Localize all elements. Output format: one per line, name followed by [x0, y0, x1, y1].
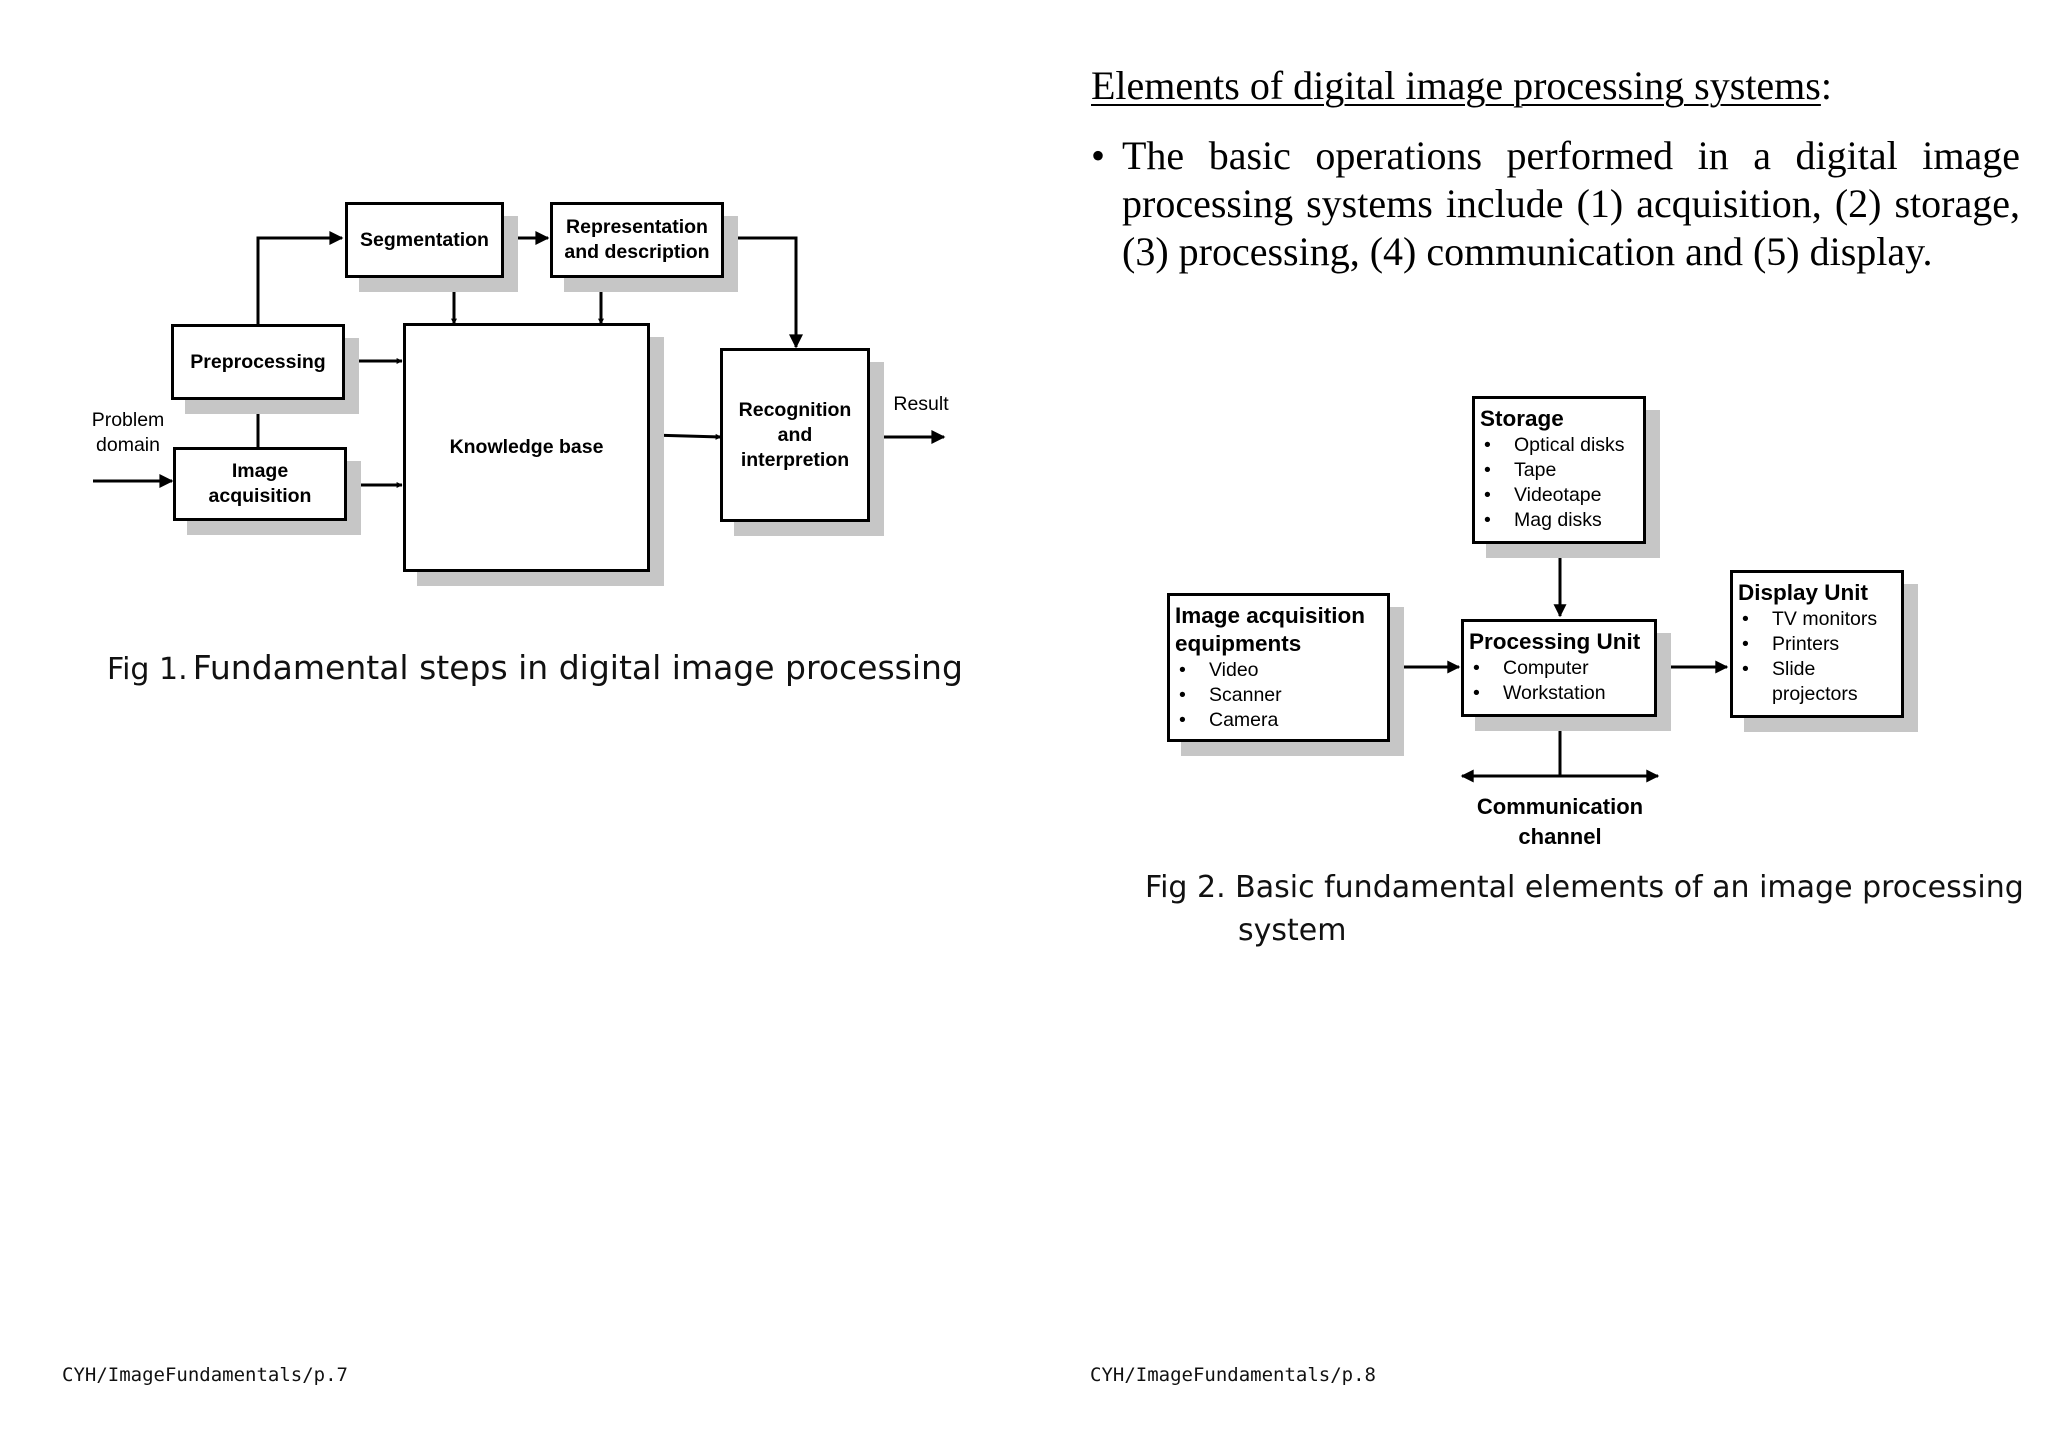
- section-heading-colon: :: [1820, 63, 1832, 108]
- image-acquisition-box: Image acquisition: [173, 447, 347, 521]
- acquisition-item: Scanner: [1179, 683, 1387, 708]
- storage-item: Optical disks: [1484, 433, 1643, 458]
- bullet-paragraph: • The basic operations performed in a di…: [1091, 132, 2020, 276]
- image-acquisition-label-line1: Image: [231, 460, 289, 482]
- communication-channel-label: Communication channel: [1476, 794, 1644, 849]
- acquisition-equipment-box: Image acquisition equipments Video Scann…: [1167, 593, 1390, 742]
- recognition-label-line3: interpretion: [740, 448, 850, 471]
- recognition-label-line2: and: [777, 423, 813, 446]
- fig2-caption-line2: system: [1238, 913, 1347, 948]
- fig1-connectors: [93, 231, 946, 488]
- acquisition-item: Video: [1179, 658, 1387, 683]
- problem-domain-label: Problem domain: [91, 409, 165, 456]
- fig2-connectors: [1390, 544, 1729, 783]
- preprocessing-label: Preprocessing: [190, 350, 326, 373]
- footer-page-8: CYH/ImageFundamentals/p.8: [1090, 1364, 1376, 1386]
- result-label: Result: [893, 393, 949, 415]
- bullet-dot: •: [1091, 133, 1106, 178]
- fig2-caption-line1: Fig 2. Basic fundamental elements of an …: [1145, 870, 2024, 905]
- storage-box: Storage Optical disks Tape Videotape Mag…: [1472, 396, 1646, 544]
- bullet-text: The basic operations performed in a digi…: [1122, 133, 2020, 274]
- display-unit-box: Display Unit TV monitors Printers Slide …: [1730, 570, 1904, 718]
- storage-item: Videotape: [1484, 483, 1643, 508]
- processing-list: Computer Workstation: [1469, 656, 1654, 706]
- footer-page-7: CYH/ImageFundamentals/p.7: [62, 1364, 348, 1386]
- arrow-representation-to-recognition: [723, 236, 803, 349]
- fig2-caption: Fig 2. Basic fundamental elements of an …: [1145, 866, 2024, 952]
- display-item: TV monitors: [1742, 607, 1901, 632]
- storage-item: Tape: [1484, 458, 1643, 483]
- representation-label-line2: and description: [564, 241, 710, 263]
- acquisition-item: Camera: [1179, 708, 1387, 733]
- processing-title: Processing Unit: [1469, 629, 1641, 654]
- recognition-label-line1: Recognition: [738, 398, 852, 421]
- knowledge-base-box: Knowledge base: [403, 323, 650, 572]
- storage-item: Mag disks: [1484, 508, 1643, 533]
- processing-item: Workstation: [1473, 681, 1654, 706]
- storage-list: Optical disks Tape Videotape Mag disks: [1480, 433, 1643, 533]
- acquisition-list: Video Scanner Camera: [1175, 658, 1387, 733]
- recognition-box: Recognition and interpretion: [720, 348, 870, 522]
- page-7: Segmentation Representation and descript…: [62, 202, 963, 1386]
- representation-box: Representation and description: [550, 202, 724, 278]
- section-heading-text: Elements of digital image processing sys…: [1091, 63, 1821, 108]
- fig1-caption-prefix: Fig 1.: [107, 652, 188, 687]
- processing-item: Computer: [1473, 656, 1654, 681]
- display-title: Display Unit: [1738, 580, 1869, 605]
- page-8: Elements of digital image processing sys…: [1024, 0, 2048, 1447]
- display-list: TV monitors Printers Slide projectors: [1738, 607, 1901, 707]
- representation-label-line1: Representation: [566, 216, 708, 238]
- segmentation-box: Segmentation: [345, 202, 504, 278]
- preprocessing-box: Preprocessing: [171, 324, 345, 400]
- arrow-preprocessing-to-segmentation: [256, 231, 344, 325]
- display-item: Printers: [1742, 632, 1901, 657]
- processing-unit-box: Processing Unit Computer Workstation: [1461, 619, 1657, 717]
- knowledge-base-label: Knowledge base: [449, 436, 604, 458]
- fig1-caption: Fig 1. Fundamental steps in digital imag…: [107, 648, 963, 687]
- fig1-caption-text: Fundamental steps in digital image proce…: [192, 648, 963, 687]
- section-heading: Elements of digital image processing sys…: [1091, 62, 1832, 110]
- acquisition-title-line2: equipments: [1175, 631, 1302, 656]
- acquisition-title-line1: Image acquisition: [1175, 603, 1366, 628]
- display-item: Slide projectors: [1742, 657, 1901, 707]
- image-acquisition-label-line2: acquisition: [208, 485, 312, 507]
- storage-title: Storage: [1480, 406, 1564, 431]
- arrow-knowledge-recognition: [650, 432, 722, 440]
- segmentation-label: Segmentation: [360, 228, 489, 251]
